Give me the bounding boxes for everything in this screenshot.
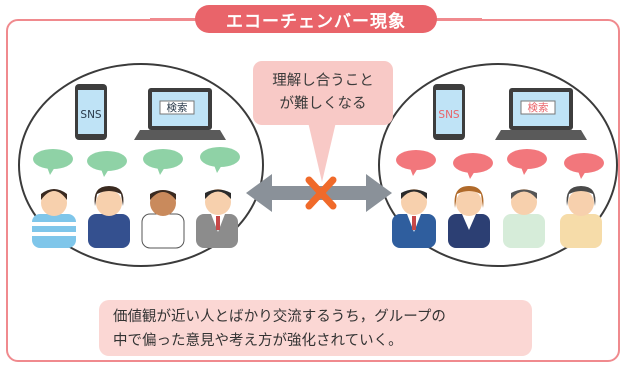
speech-line-1: 理解し合うこと (272, 73, 374, 89)
speech-line-2: が難しくなる (279, 96, 367, 112)
speech-tail (308, 122, 336, 182)
person-left-4 (196, 189, 238, 248)
phone-icon-left (75, 84, 107, 140)
diagram-title: エコーチェンバー現象 (195, 5, 437, 33)
left-opinion-bubbles (33, 147, 240, 177)
cross-icon (305, 176, 337, 210)
caption-box: 価値観が近い人とばかり交流するうち，グループの 中で偏った意見や考え方が強化され… (99, 300, 532, 356)
title-line-right (432, 18, 482, 20)
right-opinion-bubbles (396, 149, 604, 179)
caption-line-1: 価値観が近い人とばかり交流するうち，グループの (113, 309, 446, 325)
speech-bubble: 理解し合うこと が難しくなる (253, 61, 393, 125)
person-left-2 (88, 186, 130, 248)
laptop-icon-left (134, 88, 226, 140)
person-right-1 (392, 189, 436, 248)
person-left-1 (32, 189, 76, 248)
right-laptop-label: 検索 (528, 101, 549, 114)
person-right-4 (560, 186, 602, 248)
right-phone-label: SNS (438, 109, 460, 121)
laptop-icon-right (495, 88, 587, 140)
left-laptop-label: 検索 (167, 101, 188, 114)
left-phone-label: SNS (80, 109, 102, 121)
person-left-3 (141, 190, 185, 249)
caption-line-2: 中で偏った意見や考え方が強化されていく。 (113, 333, 403, 349)
phone-icon-right (433, 84, 465, 140)
person-right-3 (503, 189, 545, 248)
title-line-left (150, 18, 200, 20)
person-right-2 (448, 186, 490, 248)
